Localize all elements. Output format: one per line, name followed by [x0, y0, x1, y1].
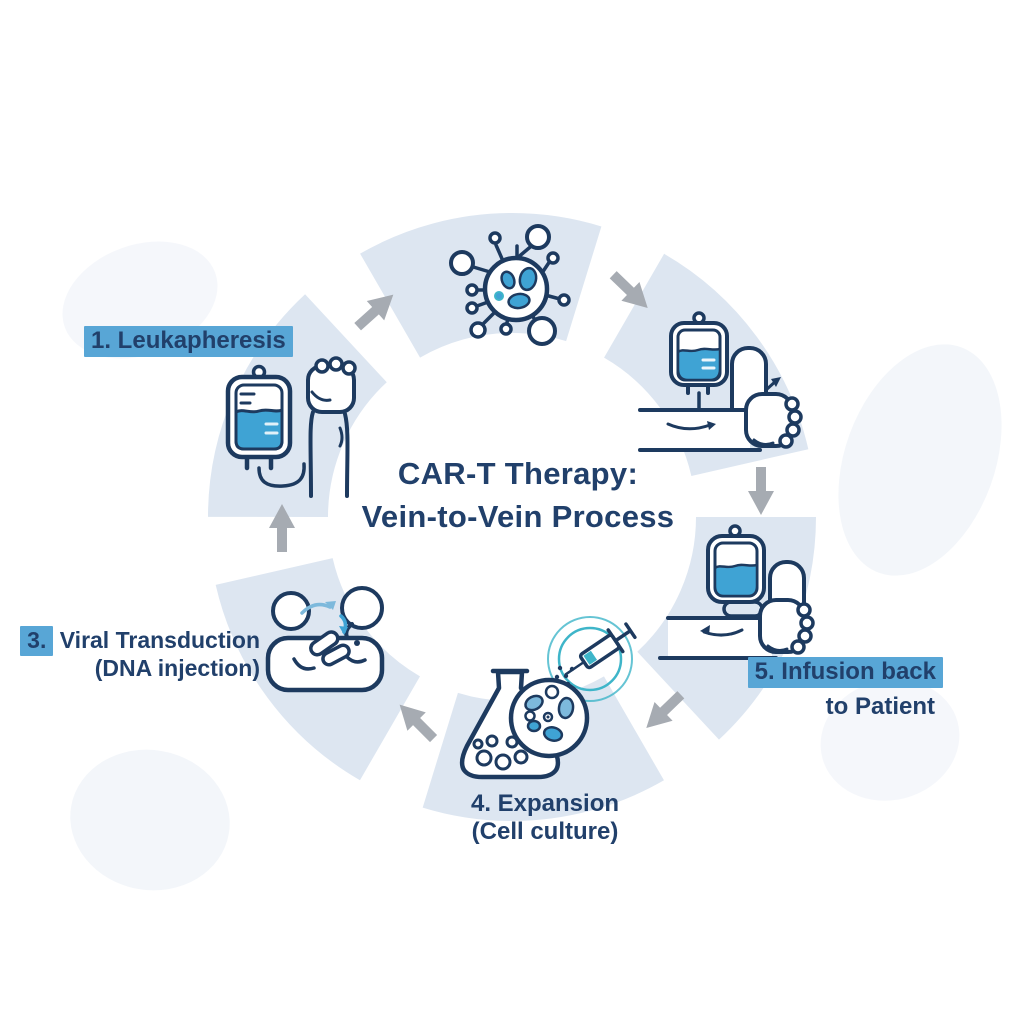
virus-particle-right: [340, 586, 384, 630]
syringe-ring-outer: [547, 616, 633, 702]
step3-number-highlight: 3.: [20, 626, 54, 656]
collection-bag: [669, 311, 729, 446]
flow-arrow-up-left: [399, 704, 438, 743]
patient-arm: [638, 377, 803, 452]
flow-arrow-up-right: [354, 294, 394, 331]
flow-arrows: [269, 271, 774, 743]
step-label-infusion: 5. Infusion back to Patient: [640, 655, 943, 724]
syringe-ring-inner: [557, 626, 623, 692]
title-line-2: Vein-to-Vein Process: [361, 499, 675, 534]
step-label-expansion: 4. Expansion (Cell culture): [420, 790, 670, 846]
flow-arrow-down: [748, 467, 774, 515]
step5-sublabel: to Patient: [825, 693, 935, 720]
flow-arrow-down-right: [609, 271, 648, 309]
flask-cell-culture-icon: [459, 616, 637, 780]
step5-highlight-text: 5. Infusion back: [747, 657, 943, 688]
step4-sublabel: (Cell culture): [471, 818, 619, 845]
step1-highlight-text: 1. Leukapheresis: [84, 326, 293, 357]
viral-transduction-cell-icon: [265, 586, 385, 693]
t-cell-satellites: [449, 224, 571, 346]
dna-capsules: [292, 630, 367, 671]
syringe-icon: [564, 622, 637, 676]
infusion-bag: [706, 524, 766, 618]
diagram-title: CAR-T Therapy: Vein-to-Vein Process: [262, 452, 774, 538]
flask-cells: [472, 734, 529, 771]
blood-bag-raised-arm-icon: [225, 356, 357, 498]
step-label-leukapheresis: 1. Leukapheresis: [84, 326, 293, 357]
t-cell-nucleus-blobs: [494, 266, 538, 310]
infusion-bag-arm-icon: [658, 524, 815, 660]
apheresis-bag-arm-icon: [638, 311, 803, 452]
title-line-1: CAR-T Therapy:: [397, 456, 639, 491]
step5-line-1: 5. Infusion back: [640, 655, 943, 689]
dna-entry-arrows: [300, 601, 348, 635]
magnified-cells: [524, 684, 575, 742]
t-cell-icon: [449, 224, 571, 346]
flow-arrow-down-left: [646, 691, 685, 729]
step3-title-text: Viral Transduction: [59, 627, 260, 653]
raised-arm: [306, 356, 357, 498]
patient-arm: [658, 598, 815, 660]
t-cell-body: [482, 255, 550, 323]
blood-bag: [225, 364, 306, 488]
step-label-viral-transduction: 3. Viral Transduction (DNA injection): [16, 626, 260, 682]
virus-particle-left: [271, 591, 311, 631]
flow-arrow-up: [269, 504, 295, 552]
step3-sublabel: (DNA injection): [94, 655, 260, 681]
step3-line-1: 3. Viral Transduction: [16, 626, 260, 656]
step4-title-text: 4. Expansion: [470, 790, 620, 817]
